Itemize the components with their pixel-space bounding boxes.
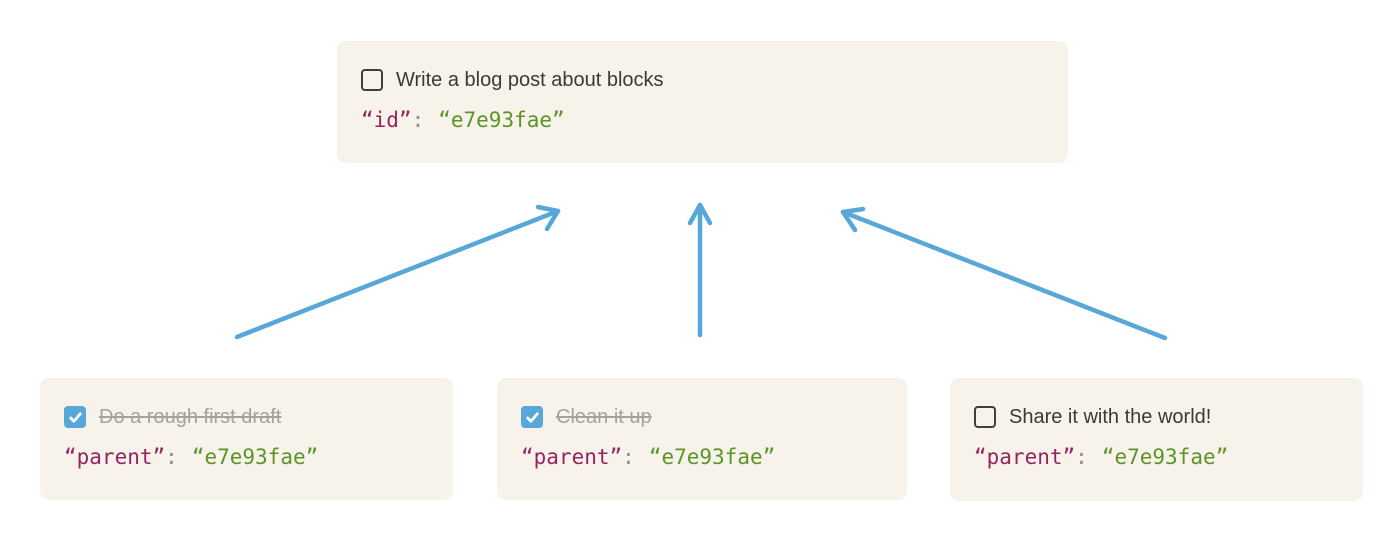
- code-separator: :: [411, 108, 425, 132]
- task-card-child-draft: Do a rough first draft “parent”: “e7e93fa…: [40, 378, 453, 500]
- task-card-parent: Write a blog post about blocks “id”: “e7e…: [337, 41, 1068, 163]
- code-line: “id”: “e7e93fae”: [361, 107, 1044, 133]
- arrow-middle-child-to-parent: [687, 202, 713, 338]
- code-key: “id”: [361, 108, 412, 132]
- code-line: “parent”: “e7e93fae”: [521, 444, 883, 470]
- code-separator: :: [622, 445, 635, 469]
- code-key: “parent”: [64, 445, 166, 469]
- code-key: “parent”: [521, 445, 623, 469]
- checkmark-icon: [68, 411, 82, 423]
- arrow-left-child-to-parent: [234, 204, 561, 340]
- task-row: Do a rough first draft: [64, 405, 429, 429]
- code-line: “parent”: “e7e93fae”: [974, 444, 1339, 470]
- task-card-child-share: Share it with the world! “parent”: “e7e93…: [950, 378, 1363, 501]
- code-value: “e7e93fae”: [1101, 445, 1229, 469]
- code-separator: :: [1075, 445, 1088, 469]
- checkbox[interactable]: [64, 406, 86, 428]
- task-title: Write a blog post about blocks: [396, 69, 664, 91]
- task-title: Clean it up: [556, 406, 652, 428]
- code-key: “parent”: [974, 445, 1076, 469]
- task-title: Share it with the world!: [1009, 406, 1212, 428]
- task-row: Write a blog post about blocks: [361, 68, 1044, 92]
- checkmark-icon: [525, 411, 539, 423]
- code-separator: :: [165, 445, 178, 469]
- arrow-right-child-to-parent: [840, 206, 1168, 341]
- checkbox[interactable]: [521, 406, 543, 428]
- task-row: Share it with the world!: [974, 405, 1339, 429]
- task-card-child-clean: Clean it up “parent”: “e7e93fae”: [497, 378, 907, 500]
- code-line: “parent”: “e7e93fae”: [64, 444, 429, 470]
- task-title: Do a rough first draft: [99, 406, 282, 428]
- code-value: “e7e93fae”: [191, 445, 319, 469]
- task-row: Clean it up: [521, 405, 883, 429]
- checkbox[interactable]: [361, 69, 383, 91]
- code-value: “e7e93fae”: [438, 108, 565, 132]
- code-value: “e7e93fae”: [648, 445, 776, 469]
- checkbox[interactable]: [974, 406, 996, 428]
